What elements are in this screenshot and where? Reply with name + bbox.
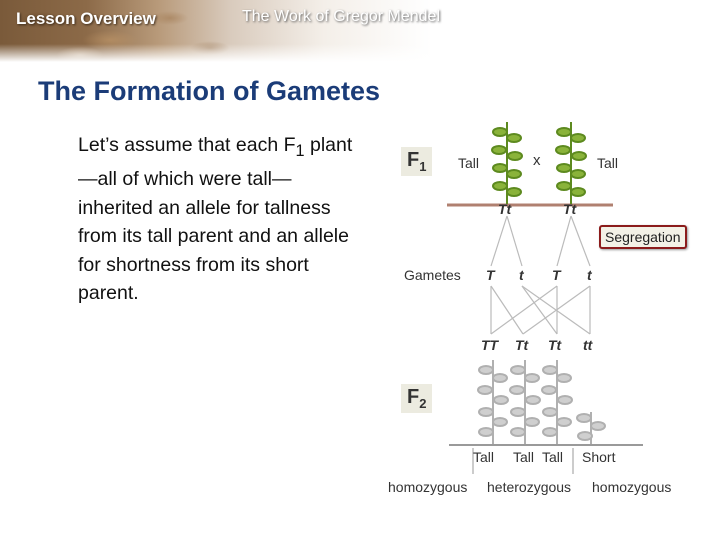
f1-plant-right (555, 122, 587, 204)
header-banner: Lesson Overview The Work of Gregor Mende… (0, 0, 720, 62)
segregation-lines (490, 215, 591, 267)
phenotype-label-4: Short (582, 449, 616, 465)
segregation-label: Segregation (599, 225, 687, 249)
f1-generation-label: F1 (401, 147, 433, 176)
banner-fade (0, 44, 720, 62)
f2-plant-2 (509, 360, 541, 444)
f1-plant-left (491, 122, 523, 204)
f2-plant-3 (541, 360, 573, 444)
offspring-genotype-1: TT (481, 337, 499, 353)
body-text-post: plant—all of which were tall—inherited a… (78, 134, 353, 305)
parent-right-phenotype: Tall (597, 155, 619, 171)
f2-generation-label: F2 (401, 384, 433, 413)
phenotype-label-2: Tall (513, 449, 535, 465)
gamete-4: t (587, 267, 592, 283)
gamete-1: T (486, 267, 495, 283)
gametes-label: Gametes (404, 267, 461, 283)
parent-left-phenotype: Tall (458, 155, 480, 171)
lesson-label: Lesson Overview (16, 9, 156, 28)
cross-symbol: x (533, 152, 541, 169)
gamete-3: T (552, 267, 561, 283)
slide-title: The Formation of Gametes (38, 76, 381, 106)
f2-plant-1 (477, 360, 509, 444)
parent-left-genotype: Tt (498, 201, 512, 217)
body-text-subscript: 1 (295, 141, 305, 160)
gamete-2: t (519, 267, 524, 283)
parent-right-genotype: Tt (563, 201, 577, 217)
phenotype-brackets (472, 448, 574, 474)
phenotype-label-3: Tall (542, 449, 564, 465)
offspring-genotype-3: Tt (548, 337, 562, 353)
f2-plant-4-short (576, 412, 606, 444)
body-text-pre: Let’s assume that each F (78, 134, 296, 156)
unit-title: The Work of Gregor Mendel (242, 8, 441, 25)
diagram-graphics (447, 122, 643, 474)
zygosity-label-3: homozygous (592, 479, 672, 495)
zygosity-label-1: homozygous (388, 479, 468, 495)
segregation-diagram: F1 F2 Tall x Tall Tt Tt Segregation Game… (385, 112, 705, 507)
zygosity-label-2: heterozygous (487, 479, 572, 495)
body-text: Let’s assume that each F1 plant—all of w… (78, 131, 358, 308)
phenotype-label-1: Tall (473, 449, 495, 465)
offspring-genotype-2: Tt (515, 337, 529, 353)
fertilization-lines (490, 285, 591, 335)
offspring-genotype-4: tt (583, 337, 593, 353)
